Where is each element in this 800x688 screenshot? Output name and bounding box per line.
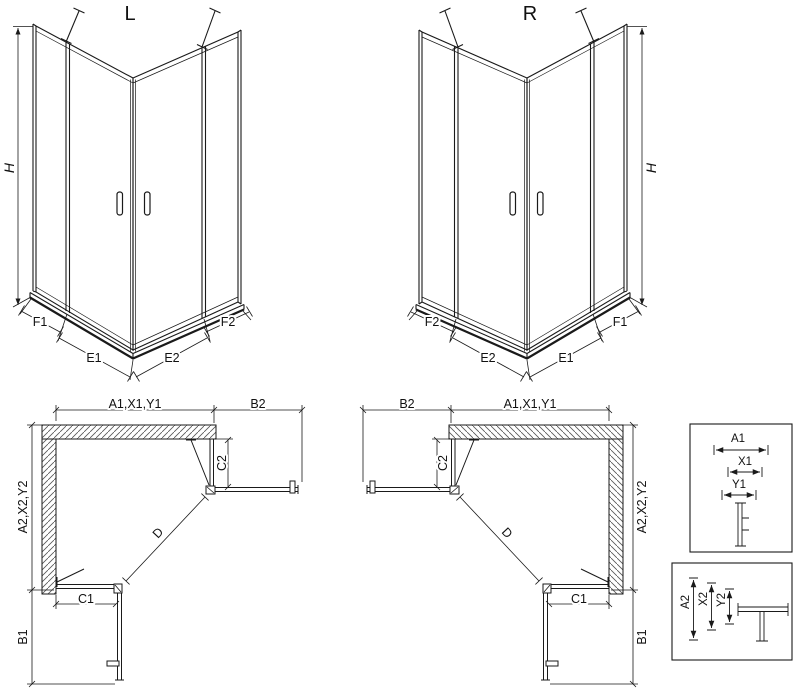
iso-right-e2-label: E2 xyxy=(480,351,495,365)
x1-detail-ticks xyxy=(727,467,763,477)
bottom-profile-section xyxy=(737,603,789,642)
detail-y2-label: Y2 xyxy=(716,593,728,607)
iso-right-geometry xyxy=(414,6,632,360)
plan-view-left: A1,X1,Y1 B2 A2,X2,Y2 B1 C2 C1 D xyxy=(14,395,306,688)
detail-x2-label: X2 xyxy=(698,592,710,606)
detail-y1-label: Y1 xyxy=(732,479,746,491)
detail-top-frame xyxy=(689,423,793,553)
iso-left-e2-label: E2 xyxy=(164,351,179,365)
plan-left-a2-label: A2,X2,Y2 xyxy=(16,481,30,534)
detail-x1-label: X1 xyxy=(738,456,752,468)
iso-left-h-label: H xyxy=(1,162,17,173)
iso-right-f1-label: F1 xyxy=(613,315,628,329)
iso-left-e1-label: E1 xyxy=(86,351,101,365)
iso-right-h-label: H xyxy=(643,162,659,173)
plan-right-geometry xyxy=(359,404,639,688)
iso-view-left: L H F1 E1 E2 F2 xyxy=(0,3,253,382)
iso-left-geometry xyxy=(28,6,246,360)
iso-left-f2-label: F2 xyxy=(221,315,236,329)
iso-right-e1-label: E1 xyxy=(558,351,573,365)
plan-right-c1-label: C1 xyxy=(571,592,587,606)
iso-left-f1-label: F1 xyxy=(33,315,48,329)
iso-view-right: R H F2 E2 E1 F1 xyxy=(408,3,661,382)
y1-detail-ticks xyxy=(721,490,757,500)
detail-a2-label: A2 xyxy=(680,595,692,609)
detail-bottom-frame xyxy=(671,562,793,661)
a1-detail-ticks xyxy=(713,445,769,455)
plan-left-geometry xyxy=(26,404,306,688)
plan-left-c2-label: C2 xyxy=(215,455,229,471)
iso-left-title: L xyxy=(124,3,135,25)
detail-box-top-profile: A1 X1 Y1 xyxy=(689,423,793,553)
plan-right-d-label: D xyxy=(499,525,515,541)
plan-left-c1-label: C1 xyxy=(78,592,94,606)
plan-right-b1-label: B1 xyxy=(635,629,649,644)
iso-right-f2-label: F2 xyxy=(425,315,440,329)
detail-box-bottom-profile: A2 X2 Y2 xyxy=(671,562,793,661)
plan-right-b2-label: B2 xyxy=(399,397,414,411)
plan-left-b1-label: B1 xyxy=(16,629,30,644)
top-profile-section xyxy=(735,502,749,547)
y2-detail-ticks xyxy=(725,588,734,625)
x2-detail-ticks xyxy=(707,582,716,631)
a2-detail-ticks xyxy=(689,577,698,641)
iso-right-title: R xyxy=(523,3,537,25)
plan-view-right: B2 A1,X1,Y1 A2,X2,Y2 B1 C2 C1 D xyxy=(359,395,651,688)
plan-right-a2-label: A2,X2,Y2 xyxy=(635,481,649,534)
detail-a1-label: A1 xyxy=(731,433,745,445)
plan-left-a1-label: A1,X1,Y1 xyxy=(109,397,162,411)
plan-right-a1-label: A1,X1,Y1 xyxy=(504,397,557,411)
plan-left-b2-label: B2 xyxy=(250,397,265,411)
plan-right-c2-label: C2 xyxy=(436,455,450,471)
plan-left-d-label: D xyxy=(150,525,166,541)
